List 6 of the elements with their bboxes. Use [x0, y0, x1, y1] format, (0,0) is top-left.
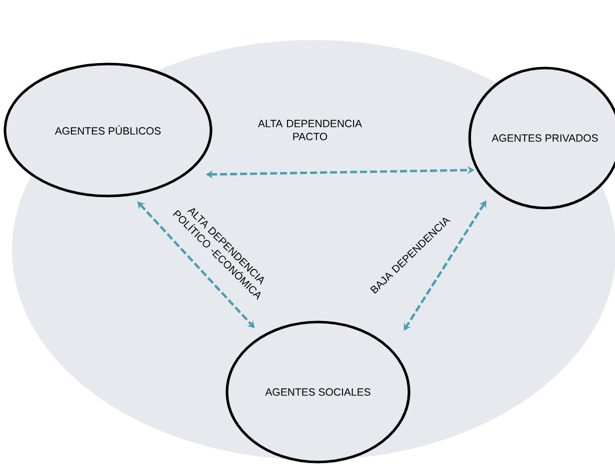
- circle-node: AGENTES PÚBLICOS: [4, 62, 212, 198]
- node-label: AGENTES PRIVADOS: [492, 134, 598, 142]
- node-label: AGENTES SOCIALES: [265, 388, 370, 396]
- circle-node: AGENTES SOCIALES: [226, 320, 410, 464]
- edge-label: ALTA DEPENDENCIA PACTO: [258, 120, 362, 140]
- circle-node: AGENTES PRIVADOS: [468, 66, 615, 210]
